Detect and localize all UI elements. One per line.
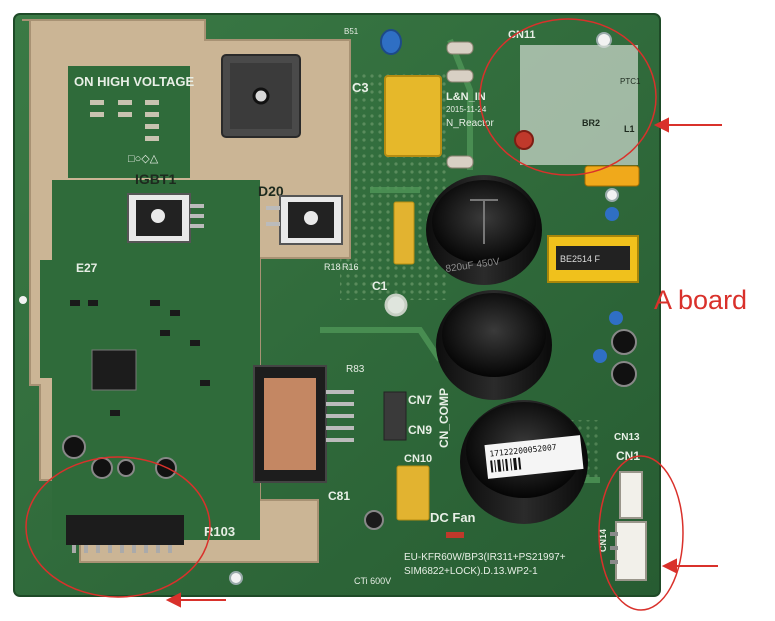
driver-ic-pins	[72, 545, 172, 553]
silk-d20: D20	[258, 183, 284, 199]
silk-cn11: CN11	[508, 29, 536, 41]
fuse-holder-2	[446, 69, 474, 83]
silk-ln-in: L&N_IN	[446, 91, 486, 103]
annotation-circle-bottom-left	[25, 456, 211, 598]
ipm-copper-pad	[264, 378, 316, 470]
shield-window-left	[40, 260, 54, 378]
arrow-left-icon	[653, 117, 722, 133]
small-cap-bottom	[364, 510, 384, 530]
barcode-bars	[490, 457, 522, 473]
mcu-chip	[91, 349, 137, 391]
silk-cn10: CN10	[404, 453, 432, 465]
silk-symbols: □○◇△	[128, 153, 159, 165]
connector-pins	[610, 532, 618, 564]
shield-window	[68, 66, 190, 178]
driver-ic	[66, 515, 184, 545]
red-diode	[446, 532, 464, 538]
annotation-label: A board	[654, 285, 748, 315]
silk-model-line2: SIM6822+LOCK).D.13.WP2-1	[404, 566, 538, 577]
silk-cn7: CN7	[408, 393, 432, 407]
silk-b51: B51	[344, 27, 359, 36]
bulk-capacitor-3: 17122200052007	[460, 400, 588, 524]
yellow-cap-bottom	[396, 465, 430, 521]
barcode-sticker	[484, 435, 584, 479]
silk-high-voltage: ON HIGH VOLTAGE	[74, 74, 194, 89]
resistor-array	[90, 100, 159, 141]
small-electrolytic-caps	[62, 435, 177, 479]
annotation-circle-bottom-right	[598, 455, 684, 611]
silk-cti: CTi 600V	[354, 576, 391, 586]
rectifier-hole-icon	[252, 87, 270, 105]
silk-date: 2015-11-24	[446, 105, 487, 114]
x-capacitor-c3	[384, 75, 442, 157]
annotation-circles	[25, 18, 684, 611]
silk-n-reactor: N_Reactor	[446, 118, 494, 129]
silk-r83: R83	[346, 364, 365, 375]
silk-e27: E27	[76, 261, 98, 275]
transformer-label: BE2514 F	[560, 254, 601, 264]
silk-dc-fan: DC Fan	[430, 510, 476, 525]
mov-red	[514, 130, 534, 150]
silk-ptc1: PTC1	[620, 77, 641, 86]
igbt-transistor	[127, 193, 204, 243]
silk-r16: R16	[342, 262, 359, 272]
silk-r103: R103	[204, 524, 235, 539]
fuse-holder-3	[446, 155, 474, 169]
bulk-capacitor-2	[436, 290, 552, 400]
silk-model-line1: EU-KFR60W/BP3(IR311+PS21997+	[404, 552, 566, 563]
silk-cn13: CN13	[614, 432, 640, 443]
silk-cn-comp: CN_COMP	[437, 388, 451, 448]
silk-c81: C81	[328, 489, 350, 503]
bulk-capacitor-1: 820uF 450V	[426, 175, 542, 285]
annotation-arrows	[165, 117, 722, 608]
silk-cn1: CN1	[616, 449, 640, 463]
terminal-block	[383, 391, 407, 441]
blue-y-capacitor	[380, 29, 402, 55]
silk-c3: C3	[352, 80, 369, 95]
annotation-circle-top-right	[479, 18, 657, 176]
fuse-holder	[446, 41, 474, 55]
white-silk-block	[520, 45, 638, 165]
silk-cn14: CN14	[598, 529, 608, 552]
silk-igbt1: IGBT1	[135, 171, 176, 187]
ipm-pins	[326, 390, 354, 442]
connector-cn1	[619, 471, 643, 519]
silk-r18: R18	[324, 262, 341, 272]
arrow-left-icon	[165, 592, 226, 608]
arrow-left-icon	[661, 558, 718, 574]
small-smd-parts	[70, 300, 210, 416]
yellow-cap-small	[393, 201, 415, 265]
right-side-caps	[593, 207, 637, 387]
silk-l1: L1	[624, 124, 635, 134]
orange-component	[584, 165, 640, 187]
diode-d20	[266, 195, 343, 245]
silk-br2: BR2	[582, 118, 600, 128]
connector-cn14	[615, 521, 647, 581]
silk-cn9: CN9	[408, 423, 432, 437]
silk-c1: C1	[372, 279, 388, 293]
